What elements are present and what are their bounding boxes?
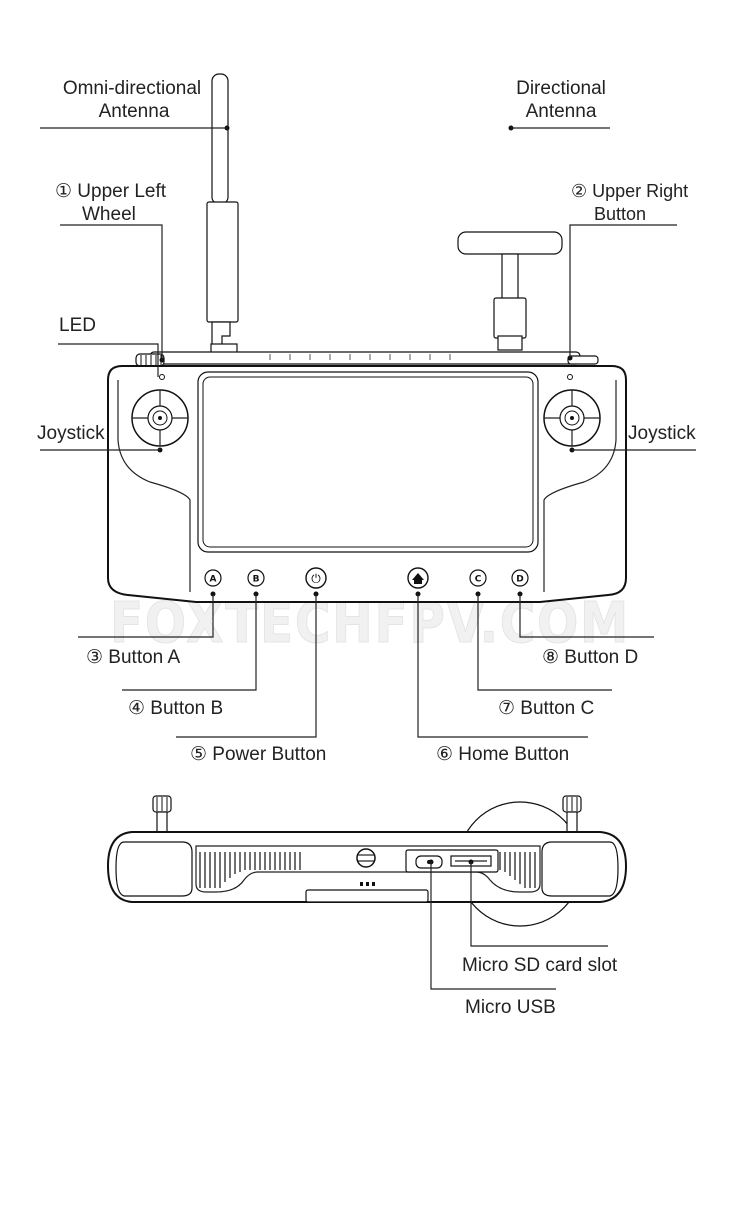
button-b-label: ④ Button B bbox=[128, 698, 223, 719]
upper-right-button-label-line1: ② Upper Right bbox=[571, 181, 688, 201]
button-a-glyph: A bbox=[210, 575, 217, 585]
button-c-glyph: C bbox=[475, 575, 482, 585]
bottom-view: Micro SD card slot Micro USB bbox=[106, 795, 628, 1018]
front-view: A B ⏻ C D bbox=[37, 73, 696, 765]
tripod-mount bbox=[356, 848, 376, 868]
left-joystick[interactable] bbox=[131, 389, 189, 447]
screen bbox=[197, 371, 539, 553]
button-c[interactable]: C bbox=[469, 569, 487, 587]
button-b-glyph: B bbox=[253, 575, 260, 585]
button-d-label: ⑧ Button D bbox=[542, 647, 638, 668]
right-joystick[interactable] bbox=[543, 389, 601, 447]
home-button-label: ⑥ Home Button bbox=[436, 744, 569, 765]
home-icon bbox=[412, 573, 424, 584]
power-icon: ⏻ bbox=[311, 572, 321, 586]
directional-antenna bbox=[457, 231, 563, 351]
omni-antenna bbox=[206, 73, 239, 355]
button-a[interactable]: A bbox=[204, 569, 222, 587]
button-b[interactable]: B bbox=[247, 569, 265, 587]
omni-antenna-label-line2: Antenna bbox=[99, 101, 170, 122]
upper-left-wheel[interactable] bbox=[135, 353, 165, 367]
left-stub bbox=[152, 795, 172, 835]
power-button-label: ⑤ Power Button bbox=[190, 744, 326, 765]
upper-right-button-label-line2: Button bbox=[594, 204, 646, 224]
omni-antenna-label-line1: Omni-directional bbox=[63, 78, 201, 99]
button-c-label: ⑦ Button C bbox=[498, 698, 594, 719]
joystick-left-label: Joystick bbox=[37, 423, 105, 444]
upper-right-button[interactable] bbox=[567, 355, 599, 365]
button-d-glyph: D bbox=[516, 575, 523, 585]
upper-left-wheel-label-line1: ① Upper Left bbox=[55, 181, 167, 202]
button-d[interactable]: D bbox=[511, 569, 529, 587]
led-label: LED bbox=[59, 315, 96, 336]
button-a-label: ③ Button A bbox=[86, 647, 180, 668]
micro-sd-label: Micro SD card slot bbox=[462, 955, 618, 976]
micro-usb-label: Micro USB bbox=[465, 997, 556, 1018]
led-right bbox=[567, 374, 573, 380]
upper-left-wheel-label-line2: Wheel bbox=[82, 204, 136, 225]
directional-antenna-label-line2: Antenna bbox=[526, 101, 597, 122]
power-button[interactable]: ⏻ bbox=[305, 567, 327, 589]
right-stub bbox=[562, 795, 582, 835]
joystick-right-label: Joystick bbox=[628, 423, 696, 444]
directional-antenna-label-line1: Directional bbox=[516, 78, 606, 99]
led-left bbox=[159, 374, 165, 380]
home-button[interactable] bbox=[407, 567, 429, 589]
